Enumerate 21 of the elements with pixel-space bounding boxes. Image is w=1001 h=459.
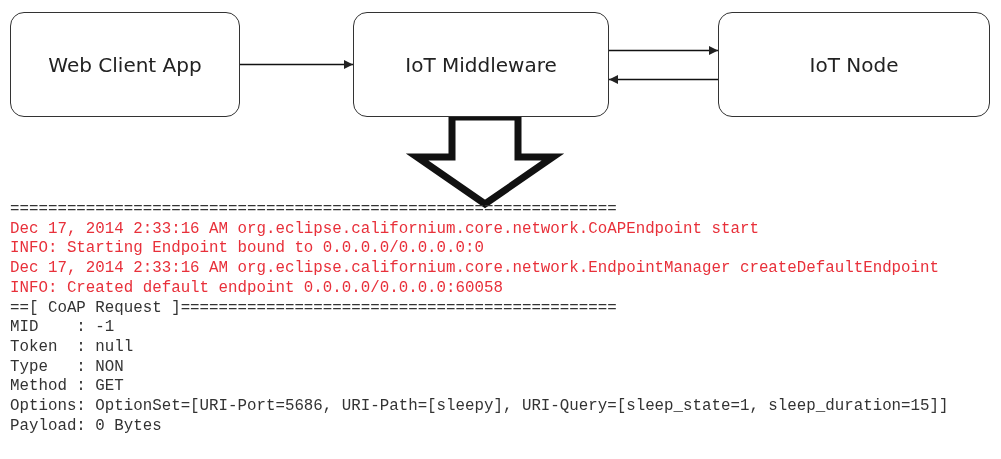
log-line: ================================================================ <box>10 200 618 220</box>
box-label: IoT Middleware <box>405 52 557 77</box>
log-line: MID : -1 <box>10 318 116 338</box>
process-box <box>10 12 240 117</box>
log-line: Options: OptionSet=[URI-Port=5686, URI-Path=[sleepy], URI-Query=[sleep_state=1, sleep_duration=15]] <box>10 397 949 417</box>
log-line: INFO: Starting Endpoint bound to 0.0.0.0/0.0.0.0:0 <box>10 239 485 260</box>
log-line: Token : null <box>10 337 135 358</box>
log-line: ==[ CoAP Request ]============================================== <box>10 298 618 319</box>
process-box <box>718 12 990 117</box>
arrow <box>239 60 354 69</box>
log-line: Dec 17, 2014 2:33:16 AM org.eclipse.californium.core.network.CoAPEndpoint start <box>10 219 760 240</box>
arrow <box>608 46 719 55</box>
process-box <box>353 12 609 117</box>
arrow <box>608 75 719 84</box>
box-label: Web Client App <box>48 52 202 77</box>
log-line: Type : NON <box>10 357 125 378</box>
log-line: INFO: Created default endpoint 0.0.0.0/0.0.0.0:60058 <box>10 278 504 299</box>
log-line: Dec 17, 2014 2:33:16 AM org.eclipse.californium.core.network.EndpointManager createDefaultEndpoint <box>10 259 940 279</box>
box-label: IoT Node <box>809 52 899 77</box>
log-line: Payload: 0 Bytes <box>10 416 163 437</box>
log-line: Method : GET <box>10 377 125 398</box>
